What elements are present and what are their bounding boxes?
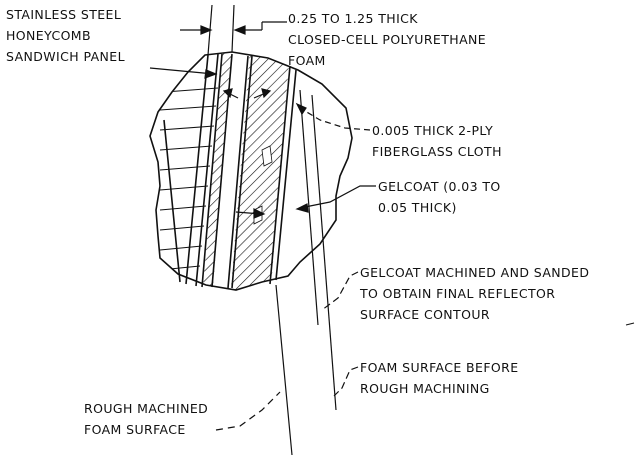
leader-rough-machined: [215, 391, 281, 431]
label-line: ROUGH MACHINED: [84, 401, 209, 416]
thickness-dimension: [180, 21, 287, 35]
projection-lines: [207, 4, 337, 456]
leader-honeycomb: [149, 67, 218, 79]
leader-foam-arrows: [222, 88, 272, 99]
label-line: ROUGH MACHINING: [360, 381, 490, 396]
label-line: HONEYCOMB: [6, 28, 91, 43]
leader-foam-surface-before: [333, 366, 359, 397]
label-honeycomb-panel: STAINLESS STEEL HONEYCOMB SANDWICH PANEL: [6, 4, 125, 67]
label-line: FIBERGLASS CLOTH: [372, 144, 502, 159]
label-line: FOAM: [288, 53, 326, 68]
label-line: FOAM SURFACE: [84, 422, 186, 437]
label-line: 0.25 TO 1.25 THICK: [288, 11, 418, 26]
label-foam-surface-before: FOAM SURFACE BEFORE ROUGH MACHINING: [360, 357, 519, 399]
label-line: TO OBTAIN FINAL REFLECTOR: [360, 286, 556, 301]
label-line: STAINLESS STEEL: [6, 7, 122, 22]
label-line: 0.05 THICK): [378, 200, 457, 215]
label-foam: 0.25 TO 1.25 THICK CLOSED-CELL POLYURETH…: [288, 8, 486, 71]
hatched-layer-inner: [202, 52, 232, 290]
section-break-outline: [149, 51, 353, 291]
label-line: CLOSED-CELL POLYURETHANE: [288, 32, 487, 47]
label-rough-machined: ROUGH MACHINED FOAM SURFACE: [84, 398, 208, 440]
label-fiberglass-cloth: 0.005 THICK 2-PLY FIBERGLASS CLOTH: [372, 120, 502, 162]
leader-fiberglass: [295, 102, 371, 131]
label-line: GELCOAT (0.03 TO: [378, 179, 501, 194]
leader-gelcoat-machined: [321, 271, 359, 311]
label-gelcoat-machined: GELCOAT MACHINED AND SANDED TO OBTAIN FI…: [360, 262, 589, 325]
label-line: FOAM SURFACE BEFORE: [360, 360, 519, 375]
label-line: SANDWICH PANEL: [6, 49, 125, 64]
hatched-layer-foam: [230, 52, 290, 290]
label-line: GELCOAT MACHINED AND SANDED: [360, 265, 590, 280]
honeycomb-core: [159, 87, 219, 271]
label-line: 0.005 THICK 2-PLY: [372, 123, 494, 138]
label-line: SURFACE CONTOUR: [360, 307, 490, 322]
label-gelcoat: GELCOAT (0.03 TO 0.05 THICK): [378, 176, 501, 218]
leader-gelcoat: [235, 185, 376, 219]
